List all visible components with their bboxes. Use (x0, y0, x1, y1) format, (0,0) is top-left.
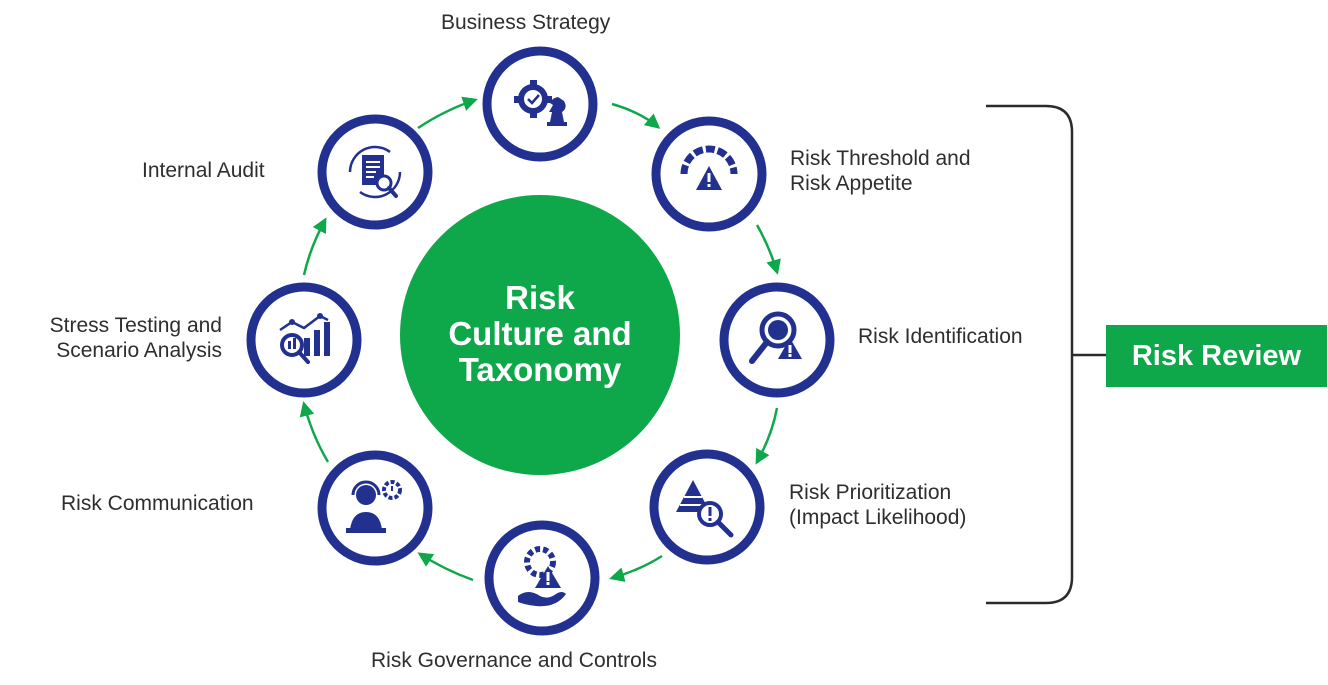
label-line: Risk Communication (61, 492, 254, 515)
magnifier-warning-icon (749, 311, 802, 364)
arrow-prioritization-to-governance (609, 554, 663, 582)
label-risk-governance: Risk Governance and Controls (371, 648, 657, 673)
center-title-line: Risk (505, 279, 575, 316)
label-line: (Impact Likelihood) (789, 506, 967, 529)
label-line: Scenario Analysis (56, 339, 222, 362)
node-internal-audit (317, 114, 433, 230)
arrow-communication-to-stress (299, 401, 330, 463)
label-line: Internal Audit (142, 159, 265, 182)
label-internal-audit: Internal Audit (142, 158, 265, 183)
cycle-arrows (299, 96, 781, 582)
arrow-governance-to-communication (417, 552, 474, 582)
label-line: Risk Appetite (790, 172, 913, 195)
node-stress-testing (246, 282, 362, 398)
node-business-strategy (482, 46, 598, 162)
label-line: Risk Identification (858, 325, 1023, 348)
hand-gear-warning-icon (518, 546, 566, 607)
node-risk-identification (719, 282, 835, 398)
label-risk-communication: Risk Communication (61, 491, 254, 516)
node-risk-governance (484, 520, 600, 636)
label-line: Business Strategy (441, 11, 611, 34)
chart-magnifier-icon (279, 313, 330, 364)
node-risk-prioritization (649, 449, 765, 565)
center-title-line: Culture and (448, 315, 632, 352)
label-line: Stress Testing and (49, 314, 222, 337)
label-risk-identification: Risk Identification (858, 324, 1023, 349)
label-line: Risk Threshold and (790, 147, 971, 170)
center-circle (400, 195, 680, 475)
node-risk-threshold (651, 116, 767, 232)
label-risk-threshold: Risk Threshold and Risk Appetite (790, 146, 971, 196)
center-title: Risk Culture and Taxonomy (400, 280, 680, 388)
label-risk-prioritization: Risk Prioritization (Impact Likelihood) (789, 480, 966, 530)
gauge-warning-icon (680, 145, 738, 190)
document-search-icon (348, 145, 402, 199)
arrow-threshold-to-identification (755, 224, 781, 275)
label-business-strategy: Business Strategy (441, 10, 610, 35)
risk-review-box: Risk Review (1106, 325, 1327, 387)
gear-chess-icon (514, 80, 567, 126)
arrow-strategy-to-threshold (611, 102, 661, 129)
label-stress-testing: Stress Testing and Scenario Analysis (10, 313, 222, 363)
label-line: Risk Prioritization (789, 481, 952, 504)
risk-review-label: Risk Review (1131, 339, 1302, 372)
node-risk-communication (317, 450, 433, 566)
arrow-audit-to-strategy (417, 96, 478, 130)
pyramid-magnifier-icon (676, 480, 734, 538)
headset-agent-icon (346, 480, 402, 533)
label-line: Risk Governance and Controls (371, 649, 657, 672)
arrow-stress-to-audit (302, 217, 327, 276)
arrow-identification-to-prioritization (755, 407, 779, 465)
review-bracket (986, 104, 1106, 605)
center-title-line: Taxonomy (458, 351, 622, 388)
